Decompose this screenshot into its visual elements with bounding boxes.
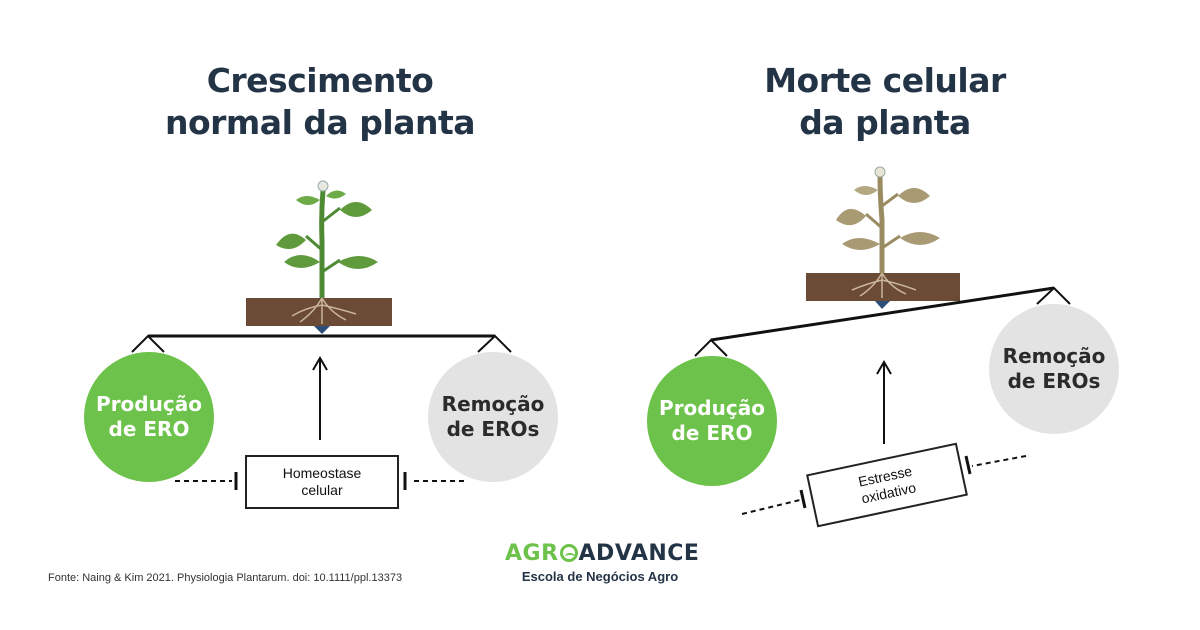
plant-healthy-icon [276, 180, 378, 300]
inhibition-arrow-icon [741, 455, 1027, 515]
box-cellular-homeostasis: Homeostase celular [245, 455, 399, 509]
circle-ero-production-right: Produção de ERO [647, 356, 777, 486]
circle-eros-removal-left-line1: Remoção [441, 392, 545, 416]
source-citation: Fonte: Naing & Kim 2021. Physiologia Pla… [48, 572, 403, 584]
title-cell-death-line2: da planta [799, 103, 971, 142]
box-cellular-homeostasis-line1: Homeostase [282, 465, 362, 481]
circle-ero-production-right-line2: de ERO [671, 421, 753, 445]
up-arrow-icon [876, 360, 892, 444]
balance-beam-left [131, 334, 512, 353]
title-normal-growth-line1: Crescimento [206, 61, 434, 100]
circle-ero-production-left: Produção de ERO [84, 352, 214, 482]
box-cellular-homeostasis-line2: celular [301, 482, 343, 498]
title-cell-death: Morte celular da planta [730, 60, 1040, 144]
title-cell-death-line1: Morte celular [764, 61, 1006, 100]
logo-part-agr: AGR [505, 541, 559, 566]
logo-o-icon [559, 544, 578, 562]
inhibition-arrow-icon [175, 472, 464, 490]
circle-ero-production-left-line2: de ERO [108, 417, 190, 441]
circle-eros-removal-right-line2: de EROs [1007, 369, 1101, 393]
balance-beam-right [694, 286, 1071, 357]
circle-eros-removal-left-line2: de EROs [446, 417, 540, 441]
logo-wordmark: AGR ADVANCE [505, 541, 699, 567]
circle-eros-removal-left: Remoção de EROs [428, 352, 558, 482]
soil-block-right [806, 272, 960, 309]
circle-eros-removal-right: Remoção de EROs [989, 304, 1119, 434]
title-normal-growth: Crescimento normal da planta [160, 60, 480, 144]
title-normal-growth-line2: normal da planta [164, 103, 476, 142]
logo-subtitle: Escola de Negócios Agro [521, 569, 679, 584]
circle-eros-removal-right-line1: Remoção [1002, 344, 1106, 368]
up-arrow-icon [312, 356, 328, 440]
plant-wilted-icon [836, 166, 940, 275]
agroadvance-logo: AGR ADVANCE Escola de Negócios Agro [505, 541, 699, 584]
circle-ero-production-right-line1: Produção [659, 396, 765, 420]
logo-part-advance: ADVANCE [578, 541, 700, 566]
soil-block-left [246, 297, 392, 334]
circle-ero-production-left-line1: Produção [96, 392, 202, 416]
